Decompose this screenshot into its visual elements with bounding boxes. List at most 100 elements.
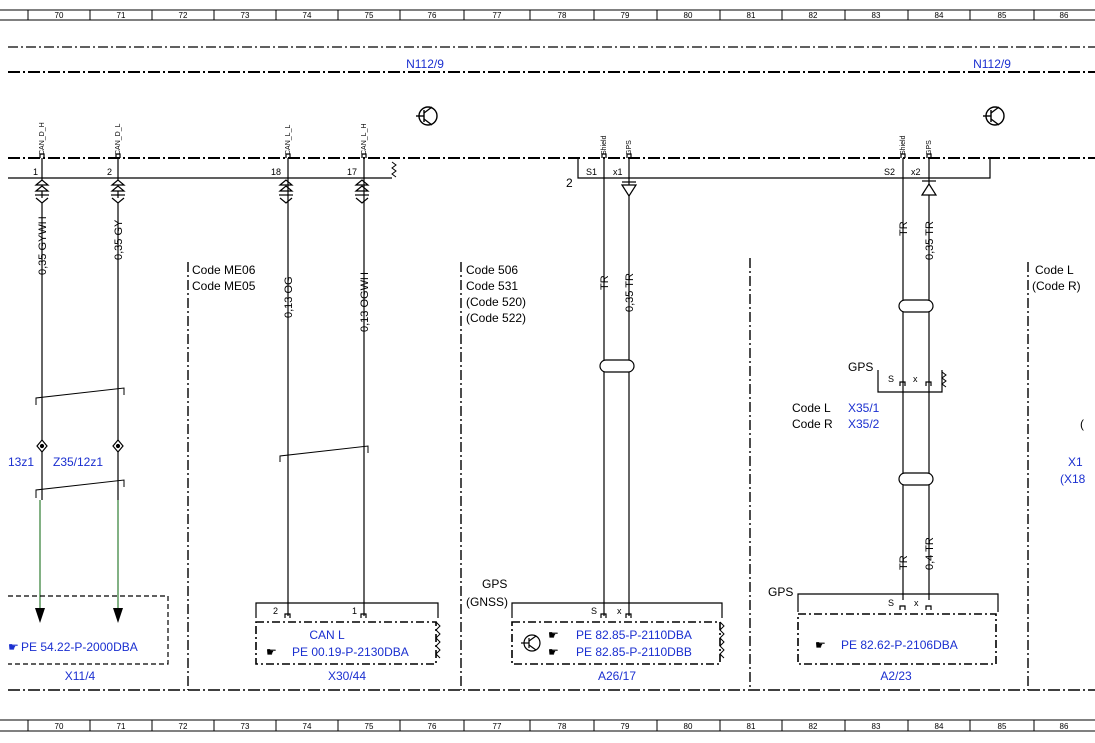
ruler-label: 86 <box>1060 11 1069 20</box>
pin-number: 2 <box>273 606 278 616</box>
gnss-label: (GNSS) <box>466 595 508 609</box>
arrow-hand-icon: ☛ <box>548 628 559 642</box>
ruler-label: 70 <box>55 722 64 731</box>
break-mark-icon <box>391 161 397 178</box>
signal-label: CAN_D_H <box>39 122 46 155</box>
break-mark-icon <box>941 371 947 388</box>
connector-label[interactable]: 13z1 <box>8 455 34 469</box>
connector-label[interactable]: X35/1 <box>848 401 880 415</box>
ruler-label: 85 <box>998 722 1007 731</box>
component-a26-17[interactable]: GPS (GNSS) S x ☛ PE 82.85-P-2110DBA ☛ PE… <box>466 577 725 683</box>
pin-number: S <box>591 606 597 616</box>
shield-ring <box>898 472 934 486</box>
pin-number: x <box>914 598 919 608</box>
pin-number: 2 <box>107 167 112 177</box>
twist-bracket <box>35 387 125 405</box>
wire-label: 0,35 GYWH <box>37 216 49 275</box>
component-a2-23[interactable]: GPS S x ☛ PE 82.62-P-2106DBA A2/23 <box>768 585 999 683</box>
code-label: Code R <box>792 417 833 431</box>
signal-label: CAN_L_H <box>361 123 368 155</box>
component-ref[interactable]: PE 00.19-P-2130DBA <box>292 645 409 659</box>
wire-label: 0,35 GY <box>113 219 125 260</box>
ruler-label: 82 <box>809 722 818 731</box>
twist-bracket <box>35 479 125 498</box>
ruler-label: 73 <box>241 722 250 731</box>
code-label: Code 531 <box>466 279 518 293</box>
connector-label[interactable]: X35/2 <box>848 417 880 431</box>
edge-connector-label[interactable]: (X18 <box>1060 472 1086 486</box>
top-ruler: 70 71 72 73 74 75 76 77 78 79 80 81 82 8… <box>0 9 1095 21</box>
arrow-hand-icon: ☛ <box>548 645 559 659</box>
arrow-hand-icon: ☛ <box>266 645 277 659</box>
gps-inline-connector <box>877 370 943 393</box>
arrow-hand-icon: ☛ <box>8 640 19 654</box>
ruler-label: 80 <box>684 11 693 20</box>
pin-number: x <box>617 606 622 616</box>
signal-label: GPS <box>626 140 633 155</box>
wire-label: 0,13 OG <box>283 276 295 318</box>
arrow-icon <box>113 608 123 623</box>
code-label: (Code 522) <box>466 311 526 325</box>
arrow-hand-icon: ☛ <box>815 638 826 652</box>
ruler-label: 71 <box>117 11 126 20</box>
ruler-label: 77 <box>493 11 502 20</box>
signal-label: GPS <box>926 140 933 155</box>
code-label: (Code 520) <box>466 295 526 309</box>
ruler-label: 82 <box>809 11 818 20</box>
ruler-label: 81 <box>747 11 756 20</box>
wire-label: 0,13 OGWH <box>359 272 371 332</box>
component-ref-alt[interactable]: PE 82.85-P-2110DBB <box>576 645 692 659</box>
component-x30-44[interactable]: 2 1 CAN L ☛ PE 00.19-P-2130DBA X30/44 <box>255 602 441 683</box>
ruler-label: 72 <box>179 11 188 20</box>
gps-label: GPS <box>768 585 793 599</box>
component-name[interactable]: A26/17 <box>598 669 636 683</box>
component-name[interactable]: X11/4 <box>65 669 96 683</box>
component-name[interactable]: A2/23 <box>880 669 912 683</box>
gps-label: GPS <box>848 360 873 374</box>
component-ref[interactable]: PE 82.62-P-2106DBA <box>841 638 958 652</box>
ruler-label: 77 <box>493 722 502 731</box>
component-title[interactable]: CAN L <box>309 628 345 642</box>
pin-number: 18 <box>271 167 281 177</box>
signal-label: Shield <box>601 135 608 155</box>
module-title-left[interactable]: N112/9 <box>406 57 444 71</box>
component-x11-4[interactable]: ☛ PE 54.22-P-2000DBA X11/4 <box>8 595 169 683</box>
splice-icon <box>36 439 124 453</box>
signal-label: Shield <box>900 135 907 155</box>
pin-number: S2 <box>884 167 895 177</box>
ruler-label: 83 <box>872 11 881 20</box>
pin-number: S <box>888 374 894 384</box>
pin-number: x <box>913 374 918 384</box>
connector-label[interactable]: Z35/12z1 <box>53 455 103 469</box>
component-ref[interactable]: PE 82.85-P-2110DBA <box>576 628 692 642</box>
twist-bracket <box>279 445 369 462</box>
wire-label: 0,35 TR <box>624 273 636 312</box>
ruler-label: 74 <box>303 722 312 731</box>
ruler-label: 84 <box>935 11 944 20</box>
connector-bracket-gps <box>577 158 991 179</box>
ruler-label: 78 <box>558 11 567 20</box>
edge-connector-label[interactable]: X1 <box>1068 455 1083 469</box>
ruler-label: 76 <box>428 722 437 731</box>
edge-label: ( <box>1080 417 1084 431</box>
antenna-icon <box>521 634 541 652</box>
arrow-icon <box>35 608 45 623</box>
ruler-label: 80 <box>684 722 693 731</box>
ruler-label: 79 <box>621 722 630 731</box>
pin-number: 1 <box>352 606 357 616</box>
arrow-down-icon <box>620 184 638 198</box>
module-title-right[interactable]: N112/9 <box>973 57 1011 71</box>
component-name[interactable]: X30/44 <box>328 669 366 683</box>
component-ref[interactable]: PE 54.22-P-2000DBA <box>21 640 138 654</box>
code-label: Code L <box>1035 263 1074 277</box>
ruler-label: 73 <box>241 11 250 20</box>
ruler-label: 84 <box>935 722 944 731</box>
ruler-label: 83 <box>872 722 881 731</box>
antenna-symbol-icon <box>983 106 1005 126</box>
coupling-icon <box>34 179 370 204</box>
ruler-label: 72 <box>179 722 188 731</box>
pin-number: S1 <box>586 167 597 177</box>
shield-ring <box>599 359 635 373</box>
code-label: Code ME06 <box>192 263 256 277</box>
